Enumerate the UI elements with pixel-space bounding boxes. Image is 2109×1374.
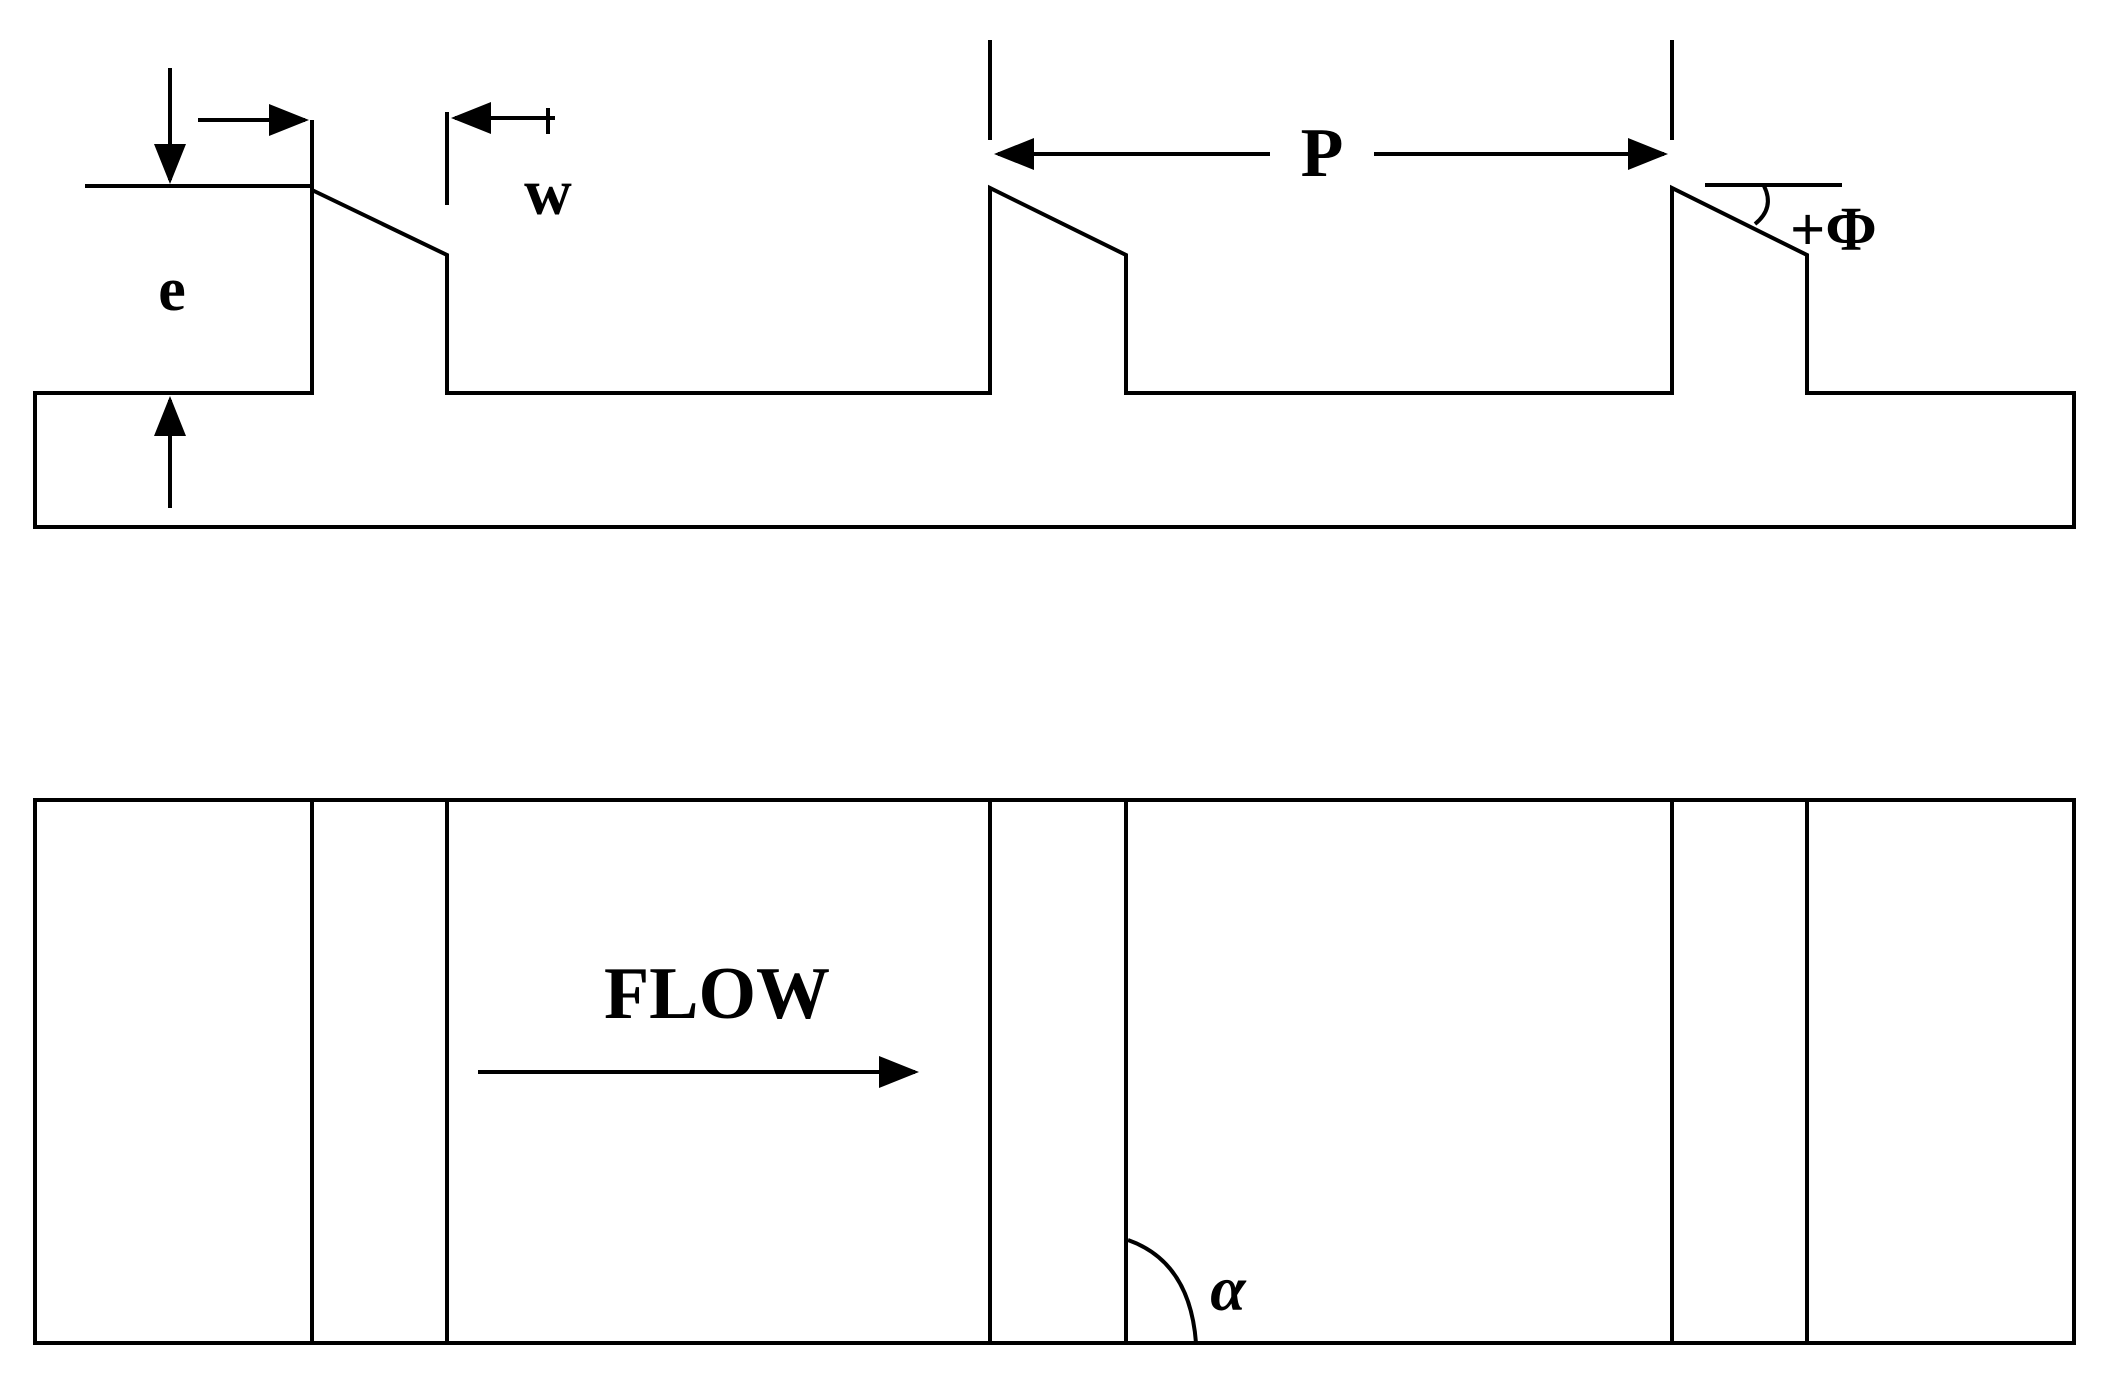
top-view-channel-outline — [33, 798, 2076, 1345]
top-view: FLOW α — [33, 798, 2076, 1345]
e-label: e — [158, 256, 186, 324]
alpha-angle-arc — [1127, 1238, 1198, 1344]
side-view: e w P +Φ — [33, 40, 2076, 529]
w-label: w — [524, 156, 572, 229]
phi-label: +Φ — [1790, 196, 1877, 264]
phi-angle-arc — [1753, 185, 1770, 226]
flow-label: FLOW — [604, 953, 830, 1035]
alpha-label: α — [1210, 1253, 1247, 1324]
side-view-profile — [33, 184, 2076, 529]
p-label: P — [1301, 115, 1344, 192]
